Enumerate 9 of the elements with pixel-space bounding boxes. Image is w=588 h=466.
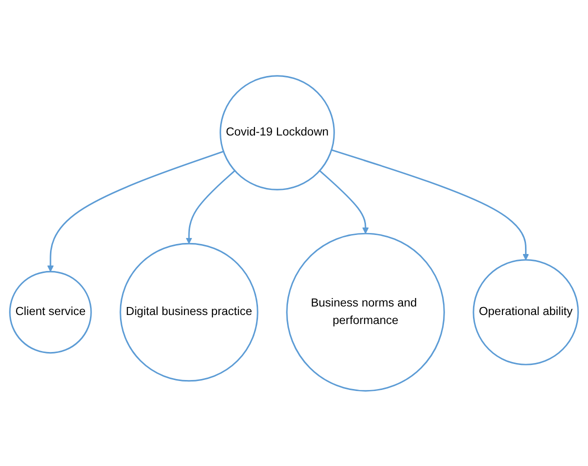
arrow <box>186 170 236 244</box>
node-circle: Operational ability <box>472 258 579 365</box>
node-circle: Client service <box>9 270 92 354</box>
node-circle: Digital business practice <box>120 242 258 382</box>
node-circle: Business norms and performance <box>286 232 445 392</box>
arrow <box>319 170 369 234</box>
arrow <box>47 150 224 272</box>
node-circle: Covid-19 Lockdown <box>220 74 335 190</box>
arrow <box>331 148 530 260</box>
